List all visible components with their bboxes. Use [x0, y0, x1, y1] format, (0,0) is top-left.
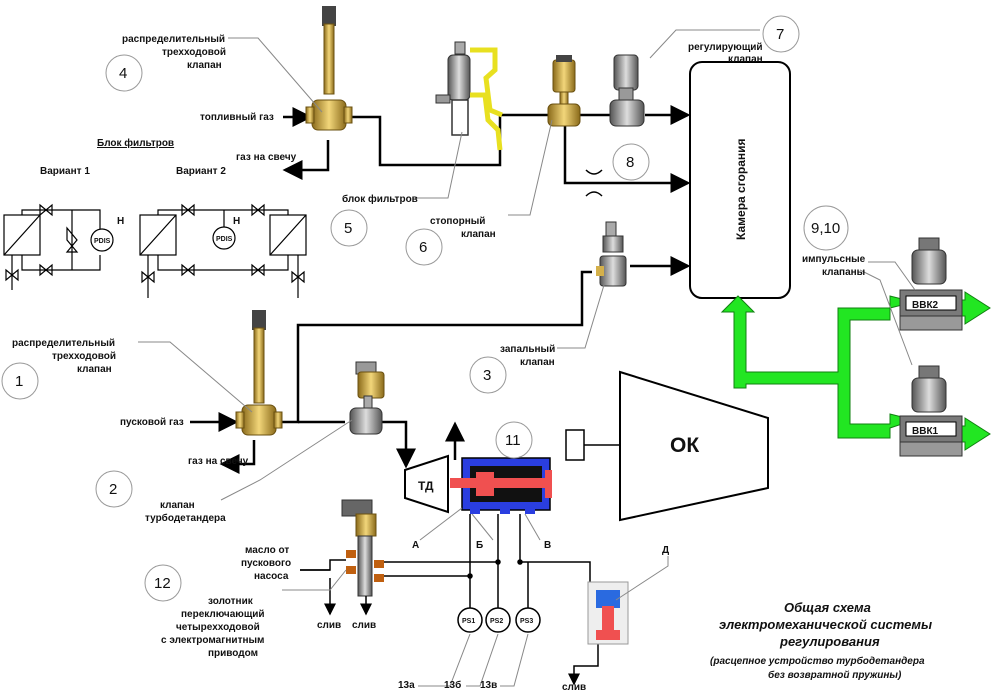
- trip-d-label: Д: [662, 545, 669, 556]
- filter-block-5: [435, 41, 503, 151]
- drain-label-1: слив: [317, 620, 341, 631]
- vvk2-valve: [899, 237, 963, 331]
- num-5: 5: [344, 220, 352, 237]
- p13b-label: 13б: [444, 679, 461, 691]
- drain-label-3: слив: [562, 682, 586, 693]
- vvk2-label: ВВК2: [912, 300, 939, 311]
- valve4-label-3: клапан: [187, 60, 222, 71]
- filter-block-title: Блок фильтров: [97, 137, 174, 149]
- drain-label-2: слив: [352, 620, 376, 631]
- valve4-label-2: трехходовой: [162, 47, 226, 58]
- oil-label-3: насоса: [254, 571, 289, 582]
- td-label: ТД: [418, 479, 434, 493]
- filter-block-label: блок фильтров: [342, 193, 418, 205]
- ps2-label: PS2: [490, 618, 503, 625]
- stop-valve-label-2: клапан: [461, 229, 496, 240]
- port-a-label: А: [412, 540, 419, 551]
- title-line-3: регулирования: [779, 634, 880, 649]
- title-line-1: Общая схема: [784, 600, 871, 615]
- h-label-2: Н: [233, 216, 240, 227]
- spool-label-1: золотник: [208, 596, 254, 607]
- pulse-label-2: клапаны: [822, 267, 865, 278]
- bleed-arrows: [720, 289, 991, 451]
- start-line: [190, 256, 691, 474]
- filter-variants: [3, 203, 307, 298]
- title-line-2: электромеханической системы: [719, 617, 932, 632]
- spool-label-5: приводом: [208, 648, 258, 659]
- reg-valve-label-2: клапан: [728, 54, 763, 65]
- start-gas-label: пусковой газ: [120, 417, 184, 428]
- throttle-8: [585, 169, 603, 197]
- pressure-switches: [457, 607, 541, 633]
- coupling-block: [565, 429, 585, 461]
- num-3: 3: [483, 367, 491, 384]
- gas-candle-bottom-label: газ на свечу: [188, 456, 249, 467]
- fuel-gas-label: топливный газ: [200, 112, 274, 123]
- title-line-4: (расцепное устройство турбодетандера: [710, 655, 925, 667]
- port-b-label: Б: [476, 540, 483, 551]
- pulse-label-1: импульсные: [802, 254, 866, 265]
- ignition-label-2: клапан: [520, 357, 555, 368]
- combustion-chamber-label: Камера сгорания: [734, 138, 748, 240]
- port-v-label: В: [544, 540, 551, 551]
- num-12: 12: [154, 575, 171, 592]
- spool-valve-12: [341, 499, 384, 597]
- spool-label-2: переключающий: [181, 609, 265, 620]
- turbo-valve-label-2: турбодетандера: [145, 512, 226, 524]
- gas-candle-top-label: газ на свечу: [236, 152, 297, 163]
- pdis-label-1: PDIS: [94, 238, 111, 245]
- trip-device-d: [587, 581, 629, 645]
- actuator-11: [450, 457, 552, 514]
- valve4-label-1: распределительный: [122, 34, 225, 45]
- stop-valve-label-1: стопорный: [430, 216, 485, 227]
- p13a-label: 13а: [398, 680, 415, 691]
- num-9-10: 9,10: [811, 220, 840, 237]
- num-4: 4: [119, 65, 127, 82]
- title-line-5: без возвратной пружины): [768, 669, 902, 681]
- p13v-label: 13в: [480, 680, 497, 691]
- variant1-label: Вариант 1: [40, 166, 90, 177]
- three-way-valve-4: [305, 6, 353, 131]
- valve1-label-3: клапан: [77, 364, 112, 375]
- ignition-valve-3: [596, 221, 627, 287]
- valve1-label-1: распределительный: [12, 338, 115, 349]
- ps1-label: PS1: [462, 618, 475, 625]
- axial-compressor: [619, 370, 769, 522]
- stop-valve-6: [547, 55, 581, 127]
- spool-label-3: четырехходовой: [176, 622, 260, 633]
- pdis-label-2: PDIS: [216, 236, 233, 243]
- num-8: 8: [626, 154, 634, 171]
- num-2: 2: [109, 481, 117, 498]
- reg-valve-label-1: регулирующий: [688, 42, 763, 53]
- num-1: 1: [15, 373, 23, 390]
- ignition-label-1: запальный: [500, 344, 555, 355]
- ps3-label: PS3: [520, 618, 533, 625]
- vvk1-label: ВВК1: [912, 426, 939, 437]
- valve1-label-2: трехходовой: [52, 351, 116, 362]
- oil-label-1: масло от: [245, 545, 289, 556]
- turbodetander: [404, 454, 449, 514]
- vvk1-valve: [899, 365, 963, 457]
- variant2-label: Вариант 2: [176, 166, 226, 177]
- oil-lines: [300, 514, 599, 686]
- spool-label-4: с электромагнитным: [161, 635, 264, 646]
- oil-label-2: пускового: [241, 558, 291, 569]
- leader-lines: [138, 29, 916, 687]
- num-7: 7: [776, 26, 784, 43]
- turbo-valve-label-1: клапан: [160, 500, 195, 511]
- regulating-valve-7: [609, 54, 645, 127]
- num-6: 6: [419, 239, 427, 256]
- ok-label: ОК: [670, 434, 699, 457]
- three-way-valve-1: [235, 310, 283, 436]
- number-circles: [1, 15, 849, 602]
- num-11: 11: [505, 432, 521, 449]
- fuel-line: [282, 105, 691, 193]
- h-label-1: Н: [117, 216, 124, 227]
- turbodetander-valve-2: [349, 361, 385, 435]
